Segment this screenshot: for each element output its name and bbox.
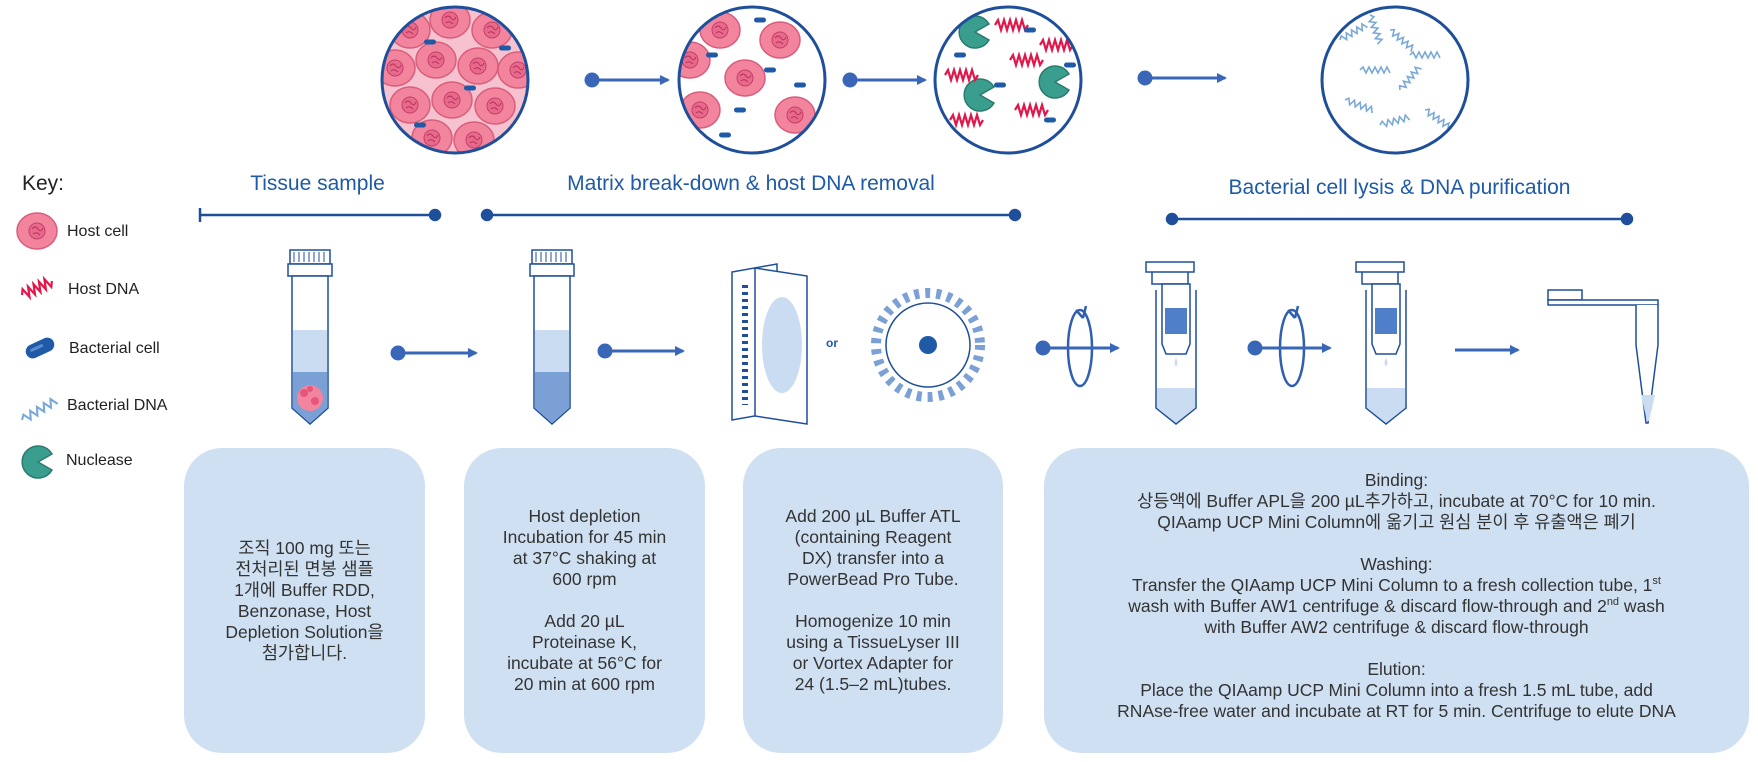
key-label-host-dna: Host DNA <box>68 281 140 298</box>
key-bacterial-dna-icon <box>19 396 59 425</box>
panel-homogenize-text: Add 200 µL Buffer ATL (containing Reagen… <box>785 506 961 694</box>
circle-tissue-icon <box>382 7 528 153</box>
binding-line-1: 상등액에 Buffer APL을 200 µL추가하고, incubate at… <box>1137 491 1656 511</box>
key-title: Key: <box>22 172 65 195</box>
elution-tube-icon <box>1547 289 1659 424</box>
elution-line-2: RNAse-free water and incubate at RT for … <box>1117 701 1676 721</box>
key-host-cell-icon <box>16 212 58 250</box>
tube-tissue-icon <box>287 249 333 426</box>
elution-title: Elution: <box>1367 659 1426 679</box>
or-label: or <box>826 336 838 350</box>
circle-bacterial-dna-icon <box>1322 7 1468 153</box>
binding-line-2: QIAamp UCP Mini Column에 옮기고 원심 분이 후 유출액은… <box>1157 512 1636 532</box>
panel-depletion-text: Host depletion Incubation for 45 min at … <box>502 506 667 694</box>
middle-arrows <box>390 340 1520 361</box>
key-host-dna-icon <box>18 275 56 301</box>
tube-depletion-icon <box>529 249 575 426</box>
elution-line-1: Place the QIAamp UCP Mini Column into a … <box>1140 680 1653 700</box>
section-bars <box>198 208 1634 226</box>
washing-line-3: with Buffer AW2 centrifuge & discard flo… <box>1204 617 1589 637</box>
centrifuge-icon-1 <box>1066 305 1094 388</box>
centrifuge-icon-2 <box>1278 305 1306 388</box>
circle-breakdown-icon <box>679 7 825 153</box>
spin-column-icon-2 <box>1355 261 1407 425</box>
panel-tissue-text: 조직 100 mg 또는 전처리된 면봉 샘플 1개에 Buffer RDD, … <box>225 537 384 663</box>
washing-line-1: Transfer the QIAamp UCP Mini Column to a… <box>1132 575 1661 595</box>
panel-tissue-step: 조직 100 mg 또는 전처리된 면봉 샘플 1개에 Buffer RDD, … <box>184 448 425 753</box>
panel-homogenize-step: Add 200 µL Buffer ATL (containing Reagen… <box>743 448 1003 753</box>
key-bacterial-cell-icon <box>25 337 55 359</box>
key-nuclease-icon <box>21 445 53 479</box>
section-title-tissue: Tissue sample <box>250 172 385 195</box>
section-title-matrix: Matrix break-down & host DNA removal <box>567 172 935 195</box>
washing-line-2: wash with Buffer AW1 centrifuge & discar… <box>1128 596 1665 616</box>
tissuelyser-icon <box>731 263 808 425</box>
section-title-bacterial: Bacterial cell lysis & DNA purification <box>1228 176 1571 199</box>
key-label-bacterial-dna: Bacterial DNA <box>67 397 168 414</box>
vortex-adapter-icon <box>871 288 985 402</box>
circle-nuclease-icon <box>935 7 1081 153</box>
washing-title: Washing: <box>1360 554 1433 574</box>
key-label-bacterial-cell: Bacterial cell <box>69 340 160 357</box>
top-arrows <box>584 70 1227 88</box>
spin-column-icon-1 <box>1145 261 1197 425</box>
key-label-nuclease: Nuclease <box>66 452 133 469</box>
panel-purification-step: Binding: 상등액에 Buffer APL을 200 µL추가하고, in… <box>1044 448 1749 753</box>
key-label-host-cell: Host cell <box>67 223 129 240</box>
panel-depletion-step: Host depletion Incubation for 45 min at … <box>464 448 705 753</box>
binding-title: Binding: <box>1364 470 1429 490</box>
